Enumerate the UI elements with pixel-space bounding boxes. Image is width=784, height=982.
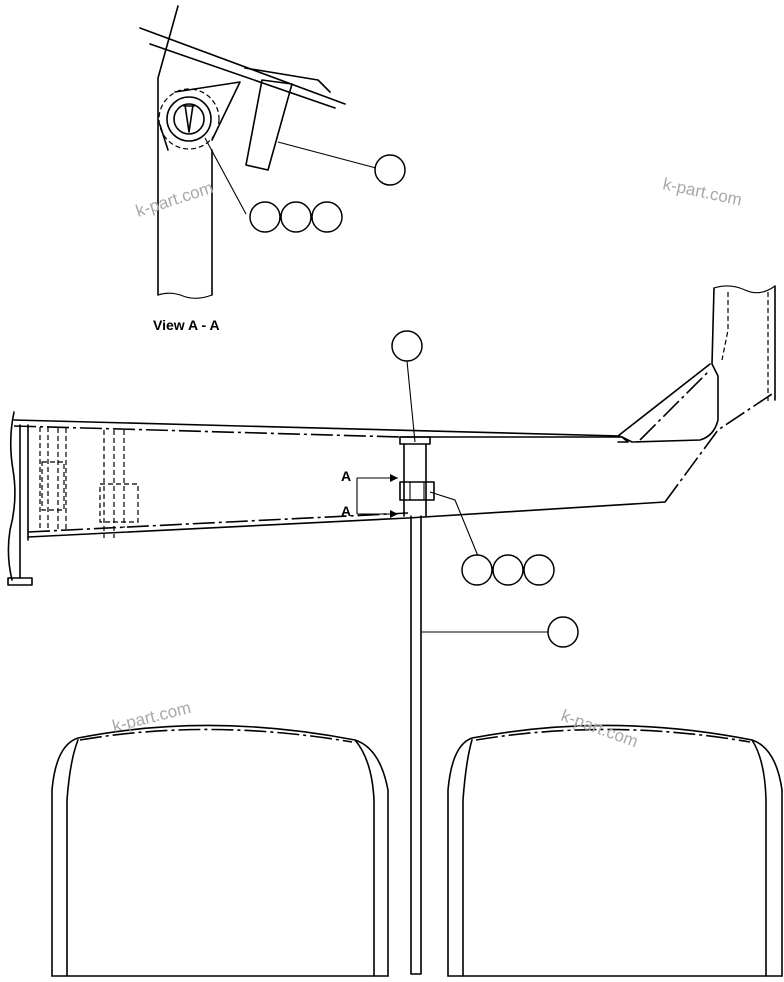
view-callout-triple-1[interactable] [249,201,281,233]
detail-pin-washer [166,96,212,142]
watermarks: k-part.com k-part.com k-part.com k-part.… [110,174,743,751]
main-callout-triple-1[interactable] [461,554,493,586]
left-fastener-2-nut [99,483,139,523]
detail-bracket [174,81,241,141]
right-panel-top-phantom [475,728,751,743]
bracket-top-edge [13,419,621,437]
right-panel-inner [462,739,473,977]
bottom-panel-right [447,724,783,977]
right-panel-outline [447,724,783,977]
left-fastener-1 [39,427,67,532]
detail-leader-pin [204,137,247,215]
left-fastener-1-nut [41,461,65,511]
detail-pin-outer-hidden [158,88,220,150]
center-nut-lines [409,482,425,500]
bracket-top-plate [399,436,629,443]
left-panel-top-phantom [79,728,353,743]
frame-left-post [19,424,29,579]
left-panel-inner-right [354,739,375,977]
bracket-top-phantom [13,425,401,438]
detail-view-a-a [139,5,377,299]
main-callout-triple-2[interactable] [492,554,524,586]
arm-inner [621,287,719,443]
frame-base-foot [7,577,33,586]
view-callout-single[interactable] [374,154,406,186]
detail-post [157,5,179,296]
bottom-panel-left [51,724,389,977]
detail-rail-plate [244,67,331,93]
left-panel-outline [51,724,389,977]
support-rod [410,515,422,975]
leader-top-pin [406,360,416,443]
main-callout-rod[interactable] [547,616,579,648]
arm-diagonal-phantom [639,371,709,441]
detail-cotter-pin [183,104,195,133]
view-callout-triple-3[interactable] [311,201,343,233]
bracket-bottom-edge [27,501,666,538]
arm-break-top [713,285,776,294]
frame-break-left [7,411,16,581]
section-arrowhead-upper [390,474,398,482]
leader-bolt [429,491,479,557]
right-panel-inner-right [751,739,767,977]
detail-pin-boss [173,103,205,135]
section-mark-lower: A [341,503,351,519]
center-bolt [403,443,427,517]
view-callout-triple-2[interactable] [280,201,312,233]
section-arrowhead-lower [390,510,398,518]
center-cap [399,436,431,445]
main-callouts [391,330,579,648]
left-panel-inner [66,739,79,977]
main-assembly: A A [7,285,776,975]
detail-post-break [157,292,213,299]
detail-top-rail-lower [149,43,336,109]
left-fastener-2 [103,430,125,538]
arm-lower-phantom [664,391,776,503]
section-mark-upper: A [341,468,351,484]
view-label: View A - A [153,317,220,333]
watermark-2: k-part.com [661,174,743,209]
arm-hidden-edge-2 [721,292,729,361]
watermark-1: k-part.com [133,178,215,221]
main-callout-top[interactable] [391,330,423,362]
center-nut [399,481,435,501]
detail-link [245,79,293,171]
detail-callouts [249,154,406,233]
main-callout-triple-3[interactable] [523,554,555,586]
detail-top-rail [139,27,346,105]
arm-diagonal [617,363,711,437]
detail-leader-link [277,141,377,169]
watermark-4: k-part.com [559,706,641,751]
bracket-bottom-phantom [27,512,409,533]
